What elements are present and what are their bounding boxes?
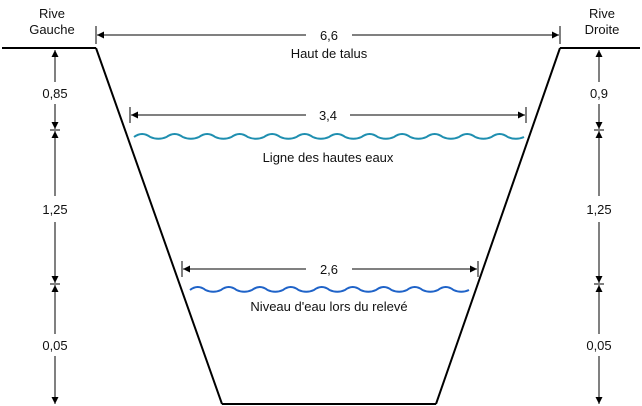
left-bank-label-line2: Gauche	[29, 22, 75, 37]
left-bank-label-line1: Rive	[39, 6, 65, 21]
top-width-value: 6,6	[320, 28, 338, 43]
left-depth-2-value: 1,25	[42, 202, 67, 217]
left-slope	[95, 47, 223, 405]
right-bank-label-line1: Rive	[589, 6, 615, 21]
left-depth-dimensions: 0,85 1,25 0,05	[42, 50, 68, 404]
right-bank-label-line2: Droite	[585, 22, 620, 37]
right-depth-dimensions: 0,9 1,25 0,05	[586, 50, 612, 404]
survey-water-caption: Niveau d'eau lors du relevé	[250, 299, 407, 314]
right-depth-3-value: 0,05	[586, 338, 611, 353]
left-depth-1-value: 0,85	[42, 86, 67, 101]
high-water-wave-line	[133, 133, 525, 140]
left-depth-3-value: 0,05	[42, 338, 67, 353]
survey-water-wave-line	[189, 286, 470, 293]
high-water-caption: Ligne des hautes eaux	[263, 150, 394, 165]
channel-profile	[2, 47, 640, 405]
right-depth-1-value: 0,9	[590, 86, 608, 101]
top-width-caption: Haut de talus	[291, 46, 368, 61]
high-water-dimension: 3,4 Ligne des hautes eaux	[129, 107, 527, 165]
survey-water-width-value: 2,6	[320, 262, 338, 277]
right-slope	[435, 47, 561, 405]
top-width-dimension: 6,6 Haut de talus	[95, 26, 561, 61]
high-water-width-value: 3,4	[319, 108, 337, 123]
survey-water-dimension: 2,6 Niveau d'eau lors du relevé	[181, 261, 479, 314]
right-depth-2-value: 1,25	[586, 202, 611, 217]
